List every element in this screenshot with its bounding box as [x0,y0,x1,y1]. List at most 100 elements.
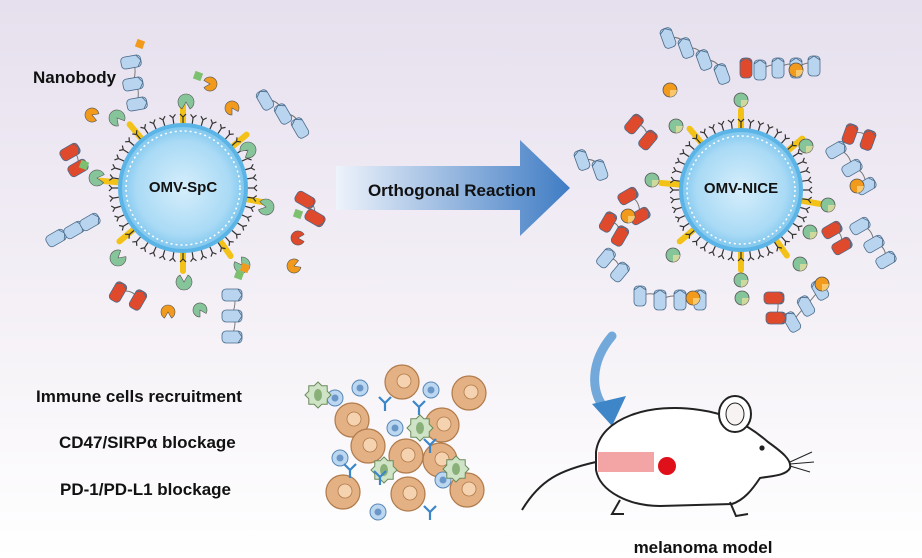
tag-fragment [78,159,90,171]
nanobody-domain [695,49,713,71]
nanobody-domain [763,291,785,305]
red-tag-chain [59,142,89,178]
tumor-microenvironment-cells [304,364,487,521]
mouse-model [521,395,815,518]
omv-nice-label: OMV-NICE [704,180,778,197]
nanobody-domain [863,234,885,254]
mouse-leg [610,499,624,515]
antibody-blocker [423,505,437,520]
nanobody-domain [596,247,616,269]
tumor-cell [325,474,361,510]
tag-fragment [239,262,251,274]
spycatcher-binding-site [109,249,127,267]
nanobody-domain [221,288,243,302]
t-cell [351,379,369,397]
free-nanobody-chain [120,54,148,112]
nanobody-domain [677,37,695,59]
mouse-leg [729,501,749,518]
nanobody-domain [633,285,647,307]
spycatcher-binding-site [239,141,257,159]
spytag-pacman [160,304,176,319]
conjugated-red-chain [841,123,877,151]
omv-spc-vesicle [45,38,326,344]
t-cell [326,389,344,407]
nanobody-domain [796,295,816,317]
nanobody-domain [255,89,275,111]
conjugated-nanobody-chain [849,216,897,270]
mouse-whisker [789,461,815,465]
nanobody-domain [653,289,667,311]
nanobody-domain [59,142,81,162]
antibody-blocker [423,438,437,453]
effect-immune-recruitment-label: Immune cells recruitment [36,387,242,406]
nanobody-domain [739,57,753,79]
nanobody-domain [765,311,787,325]
conjugated-nanobody-chain [573,149,609,181]
omv-spc-membrane [118,123,248,253]
conjugated-red-chain [617,186,651,226]
nanobody-domain [273,103,293,125]
nanobody-domain [610,225,630,247]
mouse-whisker [789,451,813,463]
omv-nice-membrane [679,128,803,252]
spycatcher-binding-site [258,198,275,216]
tag-fragment [292,208,304,220]
nanobody-domain [841,123,859,145]
nanobody-domain [128,289,148,311]
nanobody-domain [573,149,591,171]
nanobody-label: Nanobody [33,68,117,87]
mouse-body [595,406,792,508]
antibody-blocker [378,396,392,411]
tumor-cell [384,364,420,400]
spytag-pacman [286,258,302,274]
nanobody-domain [126,96,148,112]
nanobody-domain [841,158,863,178]
nanobody-domain [821,220,843,240]
conjugated-red-chain [598,211,630,247]
conjugated-nanobody-chain [659,27,731,85]
nanobody-domain [875,250,897,270]
mouse-eye [759,445,765,451]
spycatcher-binding-site [88,169,105,187]
tumor-cell [350,428,386,464]
antibody-blocker [412,400,426,415]
spytag-pacman [84,107,100,123]
conjugated-red-chain [624,113,658,151]
nanobody-domain [771,57,785,79]
tumor-cell [449,472,485,508]
t-cell [422,381,440,399]
nanobody-domain [617,186,639,206]
nanobody-domain [673,289,687,311]
nanobody-domain [79,212,101,232]
nanobody-domain [753,59,767,81]
tumor-cell [334,402,370,438]
macrophage [442,455,470,483]
tumor-cell [451,375,487,411]
conjugated-nanobody-chain [753,55,821,81]
spytag-pacman [203,76,218,92]
omv-nice-vesicle [573,27,897,333]
nanobody-domain [221,330,243,344]
spytag-pacman [290,230,305,246]
mouse-tail [521,461,597,511]
effect-pd1-pdl1-label: PD-1/PD-L1 blockage [60,480,231,499]
conjugated-nanobody-chain [825,140,877,196]
nanobody-domain [221,309,243,323]
spytag-pacman [224,100,240,116]
nanobody-domain [624,113,644,135]
macrophage [406,414,434,442]
omv-spc-label: OMV-SpC [149,179,218,196]
nanobody-domain [108,281,128,303]
macrophage [304,381,332,409]
spycatcher-binding-site [175,274,193,291]
nanobody-domain [290,117,310,139]
spycatcher-binding-site [108,109,126,127]
conjugated-red-chain [821,220,853,256]
tag-fragment [233,269,245,281]
melanoma-tumor [658,457,676,475]
nanobody-domain [807,55,821,77]
nanobody-domain [122,76,144,92]
free-nanobody-chain [221,288,243,344]
